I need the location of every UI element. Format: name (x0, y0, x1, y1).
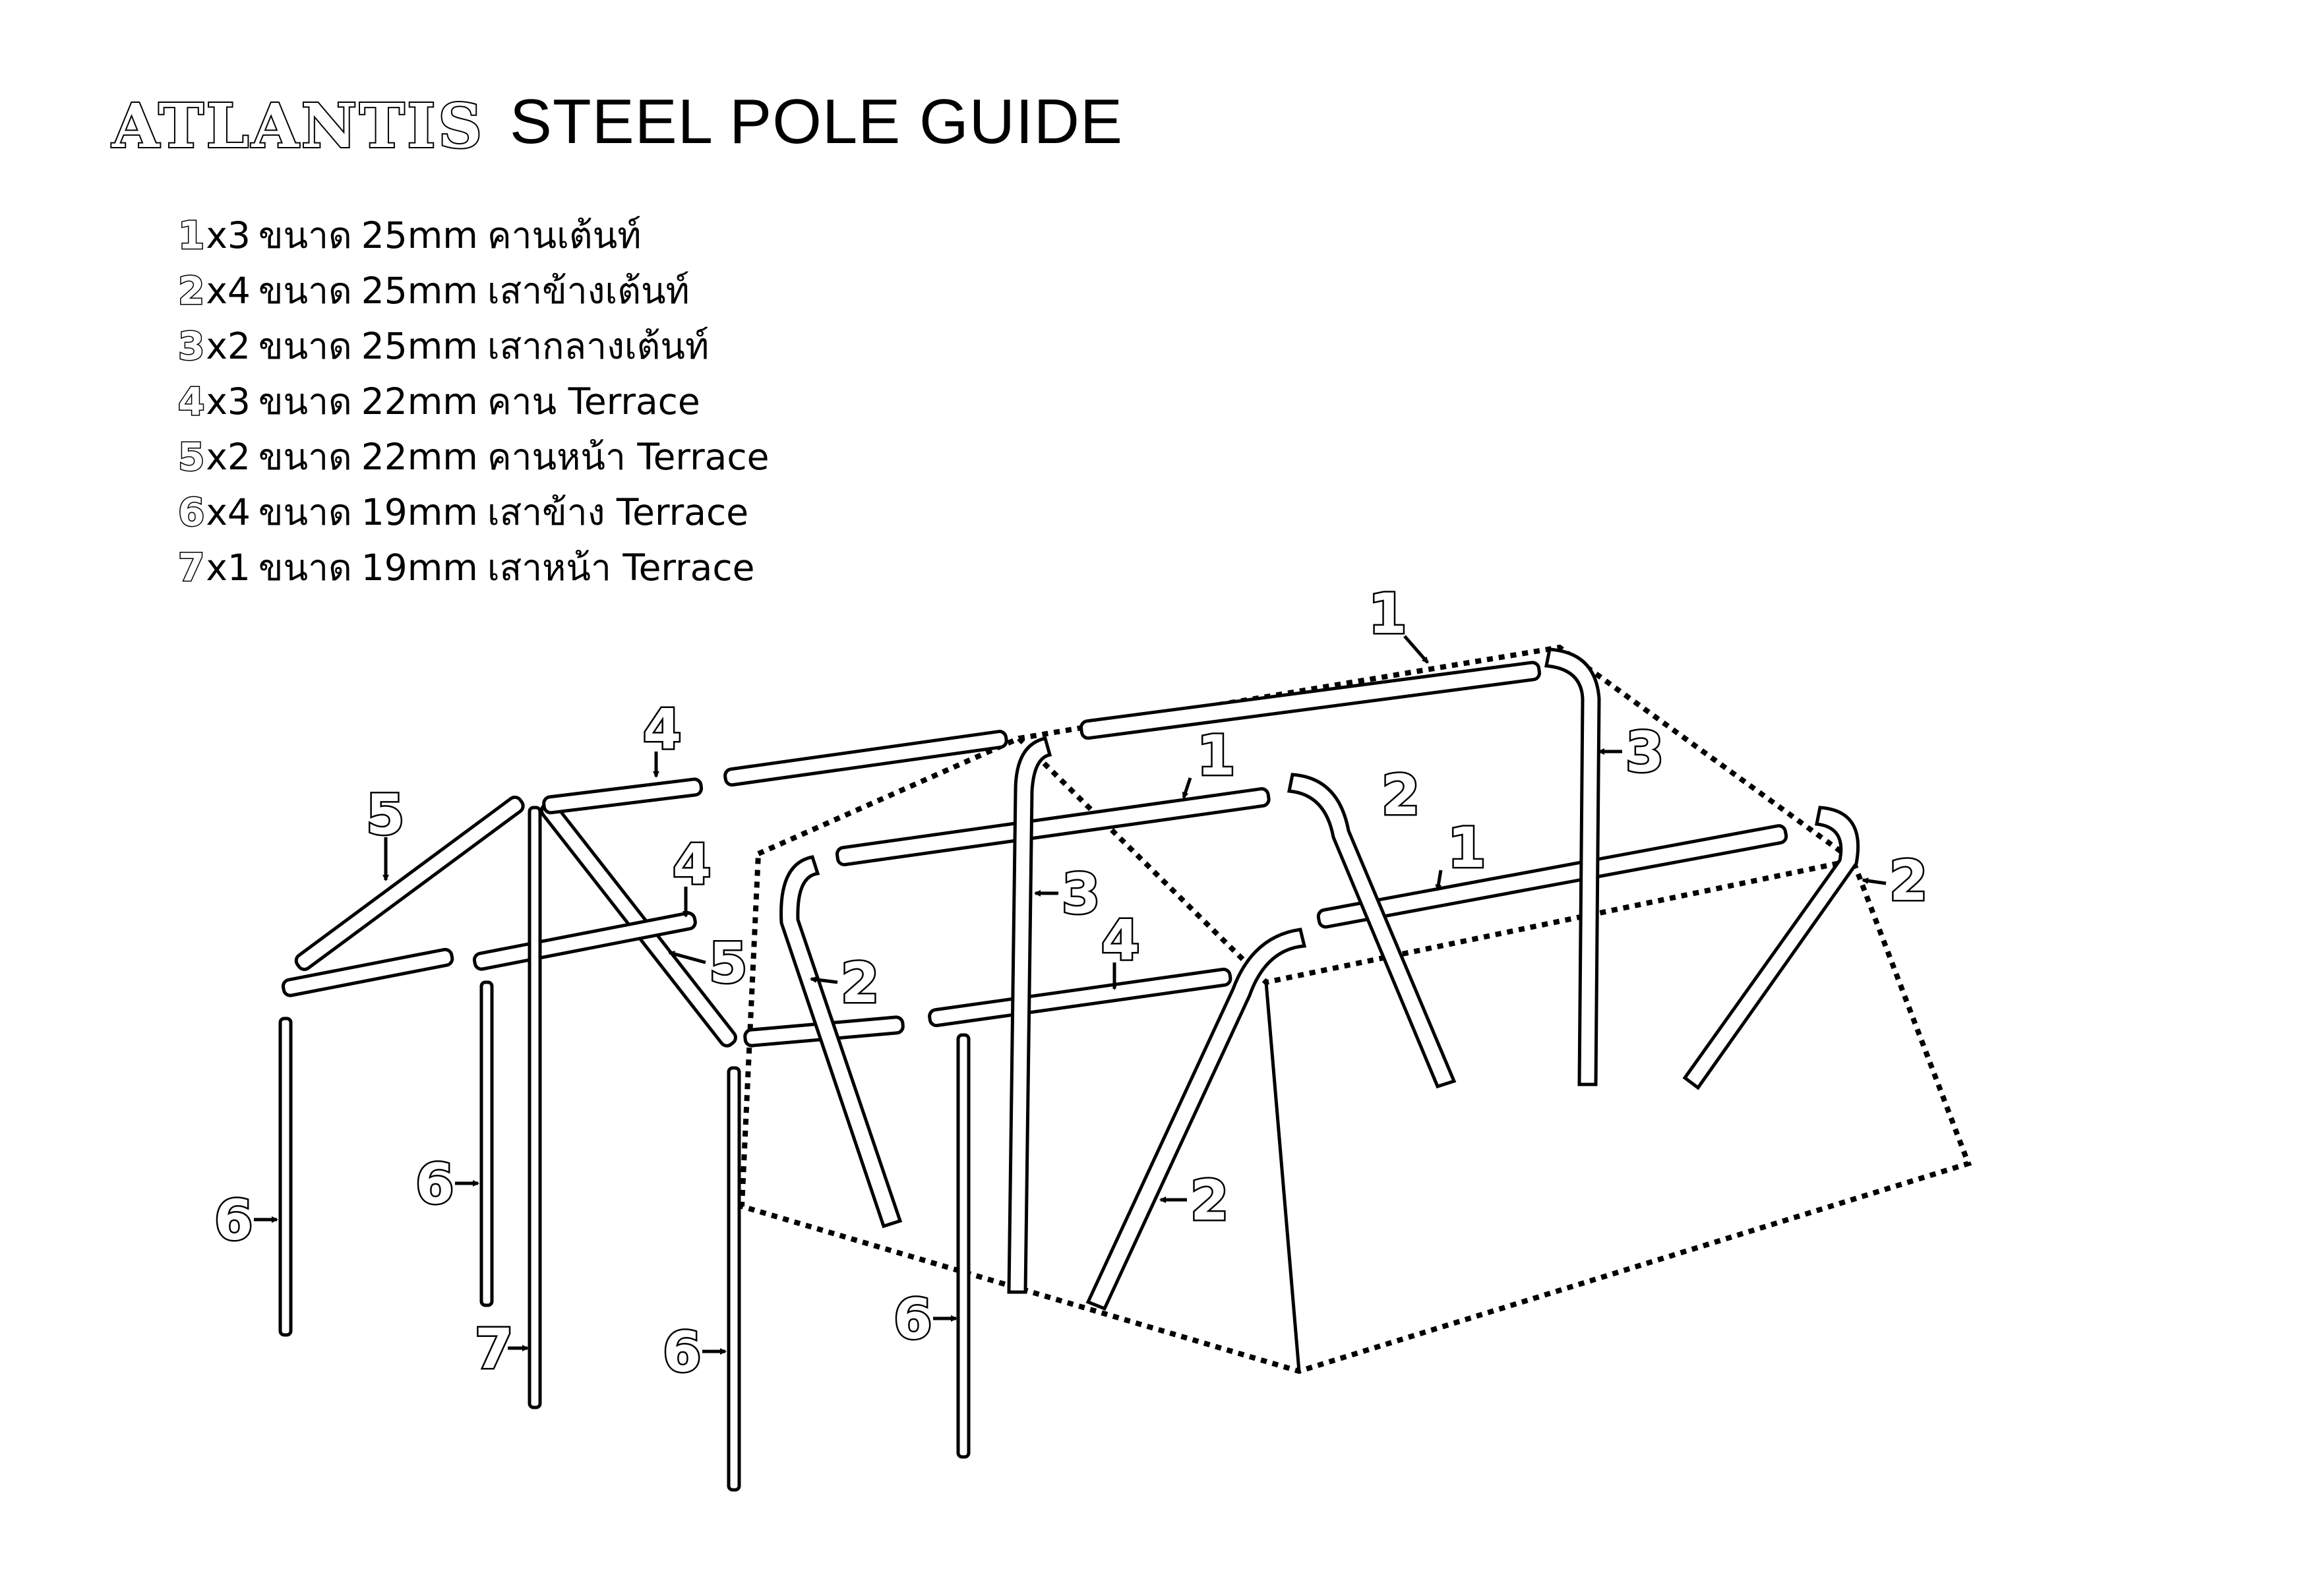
terrace-beam-right (928, 967, 1232, 1028)
legend-size-word: ขนาด (258, 435, 352, 478)
legend-size-word: ขนาด (258, 214, 352, 256)
legend-size: 19mm (361, 491, 478, 533)
callout-2: 2 (1889, 848, 1927, 913)
callout-3: 3 (1625, 720, 1664, 784)
legend-quantity: x2 (206, 436, 251, 478)
legend-quantity: x2 (206, 325, 251, 367)
legend-item: 5 x2 ขนาด 22mm คานหน้า Terrace (177, 429, 770, 485)
pole-legend: 1 x3 ขนาด 25mm คานเต้นท์ 2 x4 ขนาด 25mm … (177, 208, 770, 595)
legend-quantity: x1 (206, 547, 251, 589)
legend-quantity: x4 (206, 491, 251, 533)
terrace-beam-left-lower (281, 947, 454, 997)
legend-description: เสาข้างเต้นท์ (487, 269, 690, 312)
callout-3: 3 (1062, 862, 1100, 926)
legend-item: 1 x3 ขนาด 25mm คานเต้นท์ (177, 208, 769, 263)
callout-1: 1 (1197, 723, 1235, 788)
terrace-beam-left-upper (542, 777, 704, 815)
terrace-leg-2 (479, 980, 494, 1307)
page-title: STEEL POLE GUIDE (509, 86, 1123, 157)
callout-2: 2 (841, 951, 879, 1015)
tent-frame (779, 647, 1860, 1311)
legend-size: 22mm (361, 380, 478, 423)
terrace-leg-4 (956, 1033, 971, 1459)
legend-number: 4 (177, 378, 205, 425)
callout-5: 5 (366, 783, 404, 847)
callout-4: 4 (643, 697, 681, 761)
legend-number: 5 (177, 434, 205, 481)
legend-size-word: ขนาด (258, 380, 352, 423)
legend-item: 3 x2 ขนาด 25mm เสากลางเต้นท์ (177, 318, 769, 374)
legend-number: 3 (177, 323, 205, 370)
tent-center-pole-left (1007, 736, 1052, 1294)
legend-size-word: ขนาด (258, 324, 352, 367)
terrace-beam-upper-right (723, 730, 1008, 787)
legend-description: คานเต้นท์ (487, 214, 642, 256)
legend-item: 7 x1 ขนาด 19mm เสาหน้า Terrace (177, 540, 769, 595)
callout-6: 6 (214, 1188, 253, 1253)
terrace-frame (278, 730, 1232, 1492)
tent-side-pole-front (1085, 928, 1307, 1311)
legend-size: 19mm (361, 547, 478, 589)
legend-quantity: x3 (206, 380, 251, 423)
legend-description: คาน Terrace (487, 380, 700, 423)
legend-number: 2 (177, 268, 205, 314)
callout-2: 2 (1190, 1168, 1229, 1233)
callout-1: 1 (1368, 581, 1407, 646)
callout-4: 4 (673, 832, 711, 897)
legend-description: คานหน้า Terrace (487, 435, 770, 478)
legend-size-word: ขนาด (258, 269, 352, 312)
tent-ridge-beam-front (1316, 824, 1788, 929)
legend-number: 1 (177, 212, 205, 259)
callout-1: 1 (1447, 815, 1486, 880)
tent-ridge-beam-top (1079, 661, 1541, 740)
legend-item: 6 x4 ขนาด 19mm เสาข้าง Terrace (177, 485, 769, 540)
callout-6: 6 (894, 1287, 932, 1351)
legend-size: 25mm (361, 325, 478, 367)
legend-item: 4 x3 ขนาด 22mm คาน Terrace (177, 374, 769, 429)
callout-6: 6 (415, 1152, 454, 1216)
legend-description: เสากลางเต้นท์ (487, 324, 710, 367)
header: ATLANTIS STEEL POLE GUIDE (111, 76, 1123, 168)
tent-center-pole-right (1544, 647, 1601, 1086)
legend-number: 7 (177, 545, 205, 591)
callout-2: 2 (1381, 763, 1420, 827)
callout-5: 5 (709, 931, 747, 995)
callouts: 1 1 1 2 2 2 2 3 3 4 4 4 5 5 6 6 6 6 7 (213, 580, 1929, 1386)
tent-front-edge (1264, 982, 1301, 1372)
brand-logo: ATLANTIS (111, 89, 485, 163)
legend-description: เสาหน้า Terrace (487, 546, 755, 589)
legend-item: 2 x4 ขนาด 25mm เสาข้างเต้นท์ (177, 263, 769, 318)
legend-size: 25mm (361, 270, 478, 312)
terrace-front-leg (528, 806, 542, 1409)
tent-side-pole-mid (1287, 773, 1457, 1089)
legend-number: 6 (177, 489, 205, 536)
terrace-leg-3 (727, 1066, 741, 1492)
tent-ridge-beam-mid (835, 787, 1271, 867)
legend-description: เสาข้าง Terrace (487, 490, 749, 533)
legend-quantity: x4 (206, 270, 251, 312)
legend-size: 25mm (361, 214, 478, 256)
callout-4: 4 (1101, 908, 1139, 972)
callout-7: 7 (475, 1316, 513, 1381)
callout-6: 6 (663, 1320, 701, 1384)
legend-quantity: x3 (206, 214, 251, 256)
terrace-leg-1 (278, 1017, 293, 1337)
tent-side-pole-left (779, 855, 903, 1229)
tent-side-pole-right (1682, 806, 1860, 1090)
terrace-front-rafter-left (294, 795, 525, 971)
legend-size-word: ขนาด (258, 490, 352, 533)
legend-size-word: ขนาด (258, 546, 352, 589)
legend-size: 22mm (361, 436, 478, 478)
